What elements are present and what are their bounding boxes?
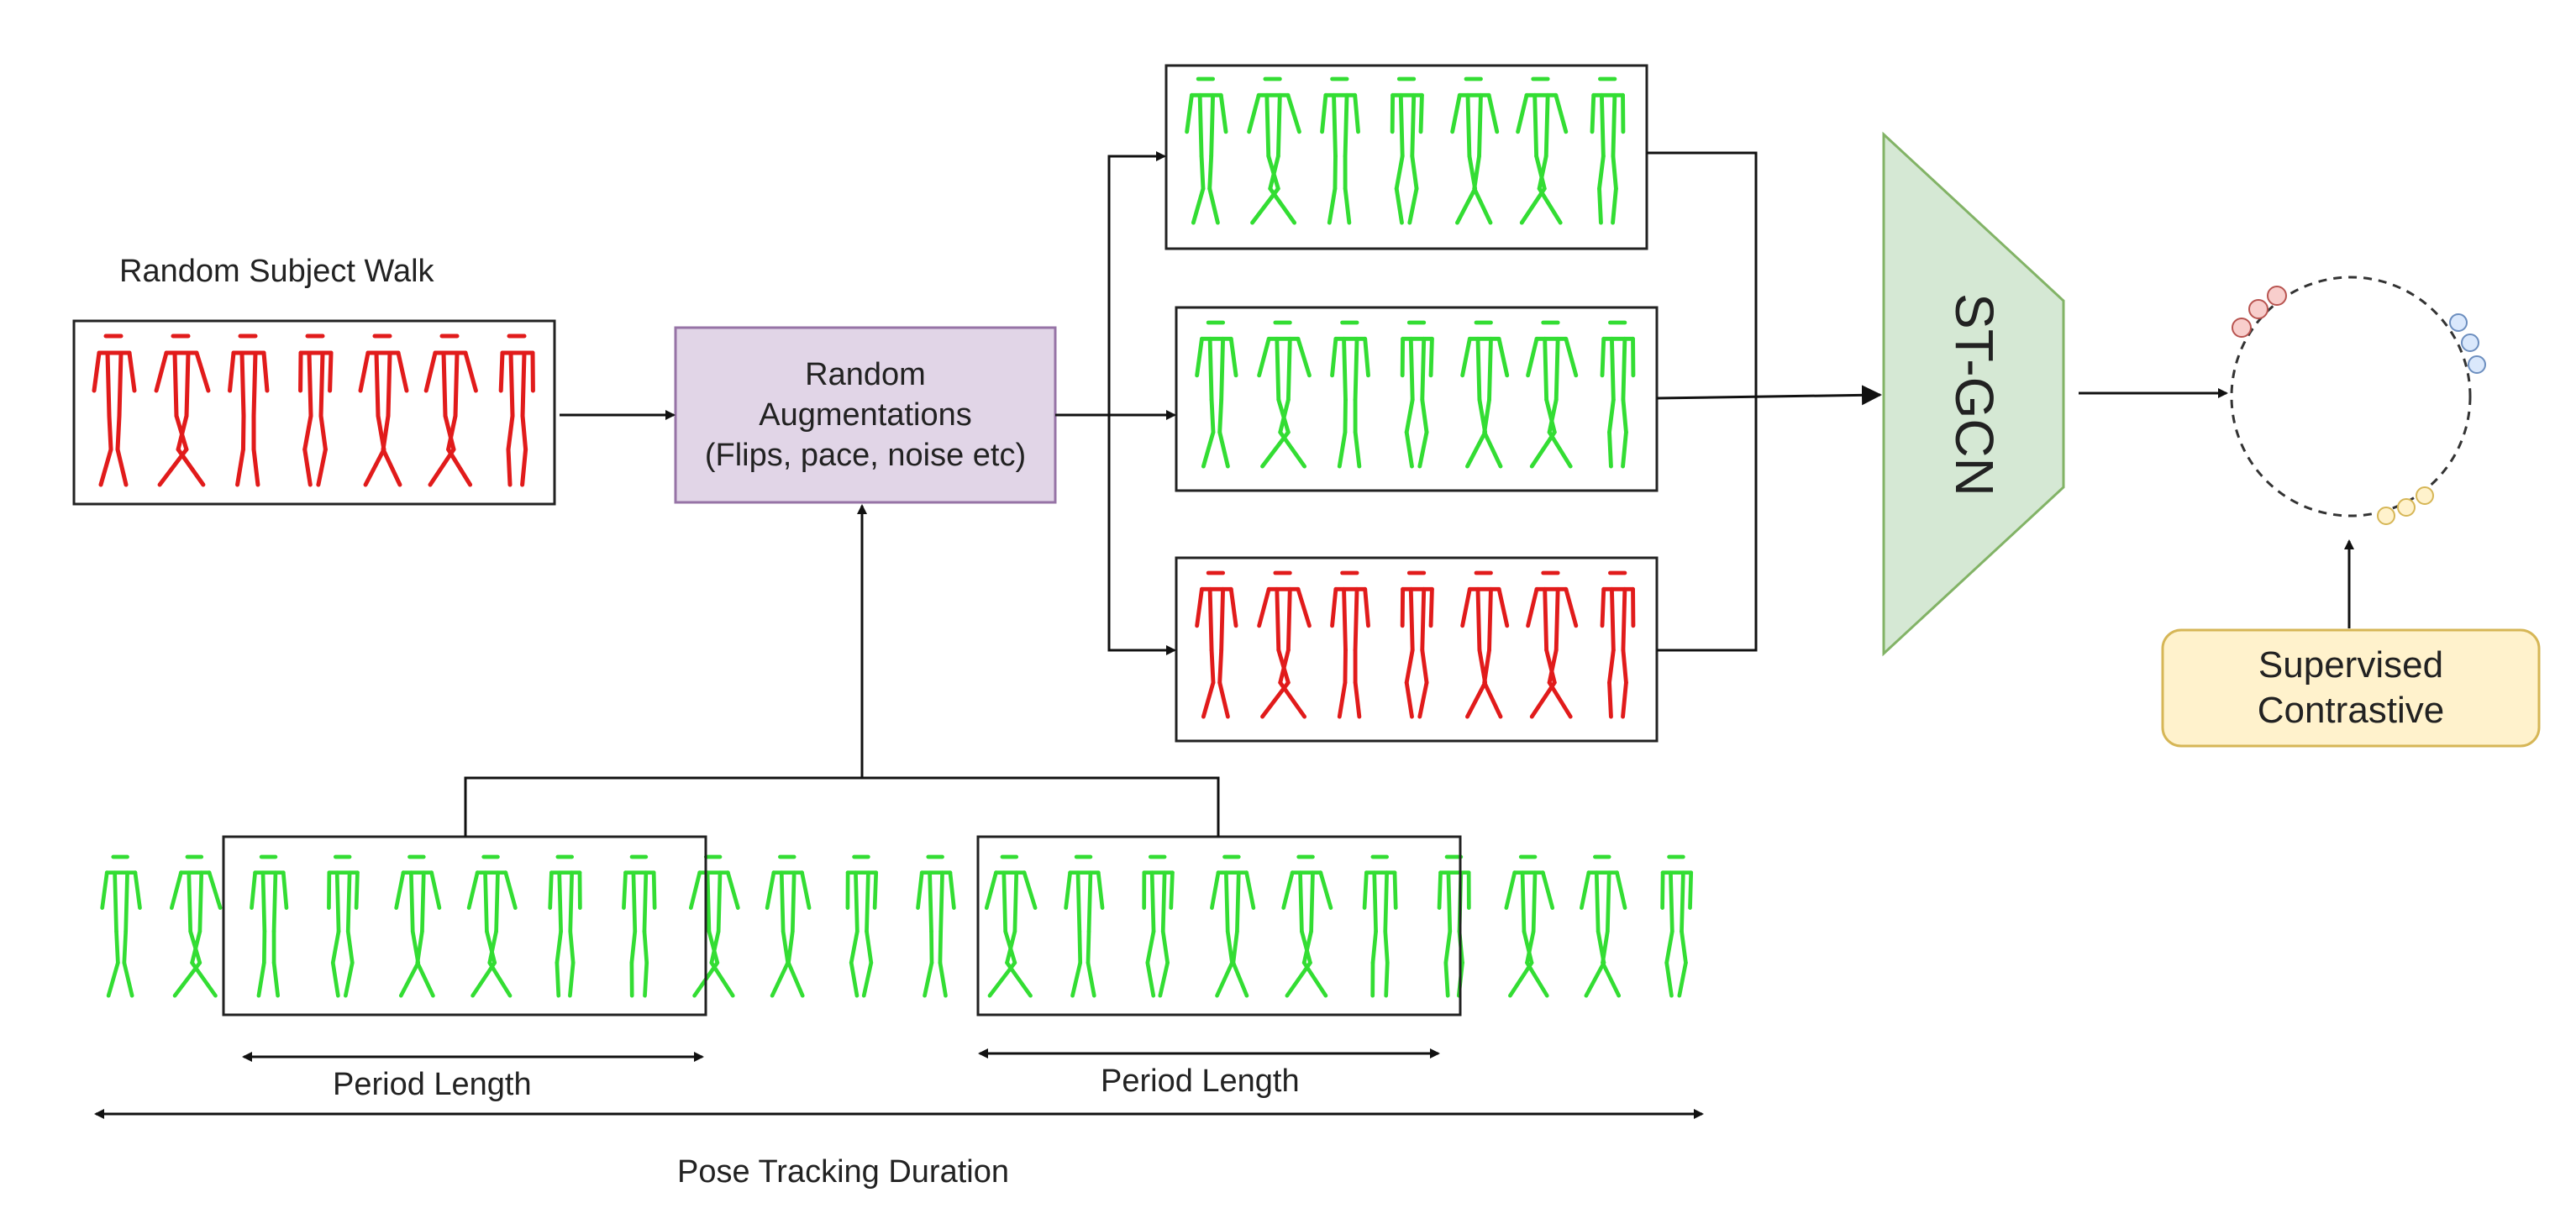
skeleton-figure [94,336,134,485]
skeleton-figure [360,336,407,485]
skeleton-figure [1518,79,1566,223]
skeleton-figure [1402,323,1432,466]
skeleton-figure [171,857,220,995]
skeleton-figure [1663,857,1691,995]
cluster-blue [2450,314,2485,373]
augmented-frame-1 [1166,66,1647,249]
skeleton-figure [1197,573,1236,717]
branch-to-aug1-arrow [1109,156,1164,415]
random-subject-walk-label: Random Subject Walk [119,254,434,290]
skeleton-figure [691,857,738,995]
augmentations-subtitle: (Flips, pace, noise etc) [705,435,1026,475]
skeleton-figure [1144,857,1173,995]
skeleton-figure [986,857,1035,995]
cluster-red [2232,286,2286,337]
skeleton-figure [1284,857,1331,995]
stgcn-label: ST-GCN [1948,293,2001,495]
skeleton-figure [848,857,876,995]
augmented-frame-3 [1176,558,1657,741]
skeleton-figure [1463,573,1507,717]
skeleton-figure [251,857,286,995]
skeleton-figure [1506,857,1553,995]
pose-tracking-strip [103,857,1691,995]
skeleton-figure [767,857,809,995]
skeleton-figure [469,857,515,995]
skeleton-figure [1212,857,1253,995]
aug1-to-merge-line [1647,153,1756,395]
augmented-frame-2 [1176,307,1657,491]
skeleton-figure [623,857,655,995]
period-length-label-2: Period Length [1101,1064,1300,1100]
supervised-contrastive-line1: Supervised [2258,643,2443,688]
skeleton-figure [426,336,476,485]
skeleton-figure [301,336,331,485]
skeleton-figure [1197,323,1236,466]
skeleton-figure [1322,79,1359,223]
augmented-strip-1 [1187,79,1623,223]
skeleton-figure [1592,79,1623,223]
skeleton-figure [1259,573,1310,717]
skeleton-figure [1602,573,1633,717]
skeleton-figure [501,336,533,485]
skeleton-figure [1528,573,1576,717]
skeleton-figure [1581,857,1625,995]
skeleton-figure [1402,573,1432,717]
augmentations-title-line1: Random [805,355,926,395]
aug2-to-stgcn-arrow [1657,395,1880,398]
augmented-strip-2 [1197,323,1633,466]
supervised-contrastive-label: Supervised Contrastive [2163,630,2539,746]
skeleton-figure [1187,79,1226,223]
skeleton-figure [1249,79,1300,223]
skeleton-figure [1602,323,1633,466]
skeleton-figure [329,857,357,995]
skeleton-figure [1259,323,1310,466]
window1-connector [465,778,1218,837]
skeleton-figure [1528,323,1576,466]
period-length-label-1: Period Length [333,1067,532,1103]
skeleton-figure [1439,857,1469,995]
branch-to-aug3-arrow [1109,415,1175,650]
cluster-yellow [2378,487,2433,524]
augmentations-label: Random Augmentations (Flips, pace, noise… [676,328,1055,502]
skeleton-figure [918,857,954,995]
augmented-strip-3 [1197,573,1633,717]
skeleton-figure [230,336,267,485]
skeleton-figure [1066,857,1102,995]
skeleton-figure [1453,79,1497,223]
pose-tracking-duration-label: Pose Tracking Duration [677,1154,1009,1190]
skeleton-figure [103,857,140,995]
skeleton-figure [1333,323,1369,466]
skeleton-figure [550,857,581,995]
skeleton-figure [1333,573,1369,717]
aug3-to-merge-line [1657,395,1756,650]
random-subject-walk-strip [94,336,533,485]
supervised-contrastive-line2: Contrastive [2258,688,2445,733]
augmentations-title-line2: Augmentations [759,395,972,435]
random-subject-walk-frame [74,321,555,504]
skeleton-figure [1364,857,1396,995]
skeleton-figure [1392,79,1422,223]
skeleton-figure [1463,323,1507,466]
skeleton-figure [397,857,439,995]
skeleton-figure [156,336,208,485]
